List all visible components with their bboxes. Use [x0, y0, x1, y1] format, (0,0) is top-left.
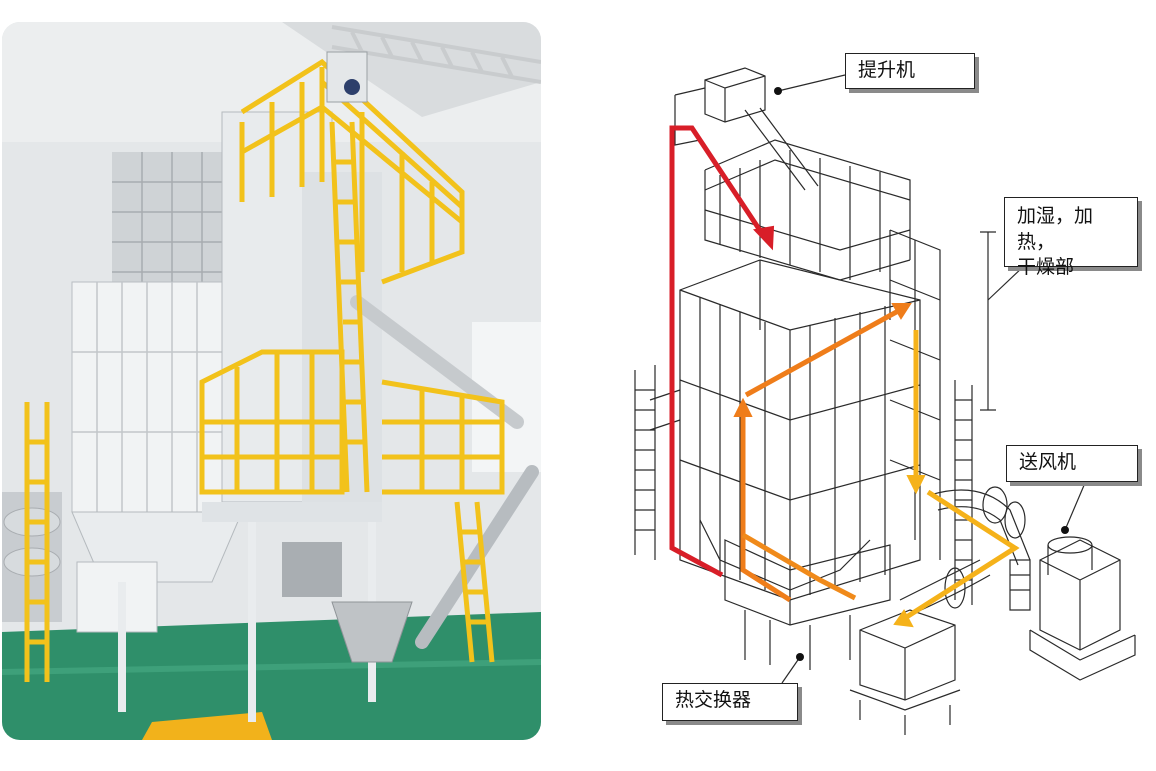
plant-photo-drawing — [2, 22, 541, 740]
blower-label: 送风机 — [1006, 445, 1138, 482]
heat-exchanger-label-text: 热交换器 — [675, 689, 752, 711]
drying-section-label-line2: 干燥部 — [1017, 256, 1075, 279]
plant-photo — [2, 22, 541, 740]
drying-section-label: 加湿，加热， 干燥部 — [1004, 197, 1138, 278]
heat-exchanger-label: 热交换器 — [662, 683, 798, 721]
elevator-label-text: 提升机 — [858, 59, 916, 81]
elevator-label: 提升机 — [845, 53, 975, 89]
blower-label-text: 送风机 — [1019, 451, 1077, 473]
dryer-line-drawing — [634, 67, 1136, 735]
dryer-diagram — [560, 0, 1156, 771]
drying-section-label-line1: 加湿，加热， — [1017, 205, 1094, 253]
